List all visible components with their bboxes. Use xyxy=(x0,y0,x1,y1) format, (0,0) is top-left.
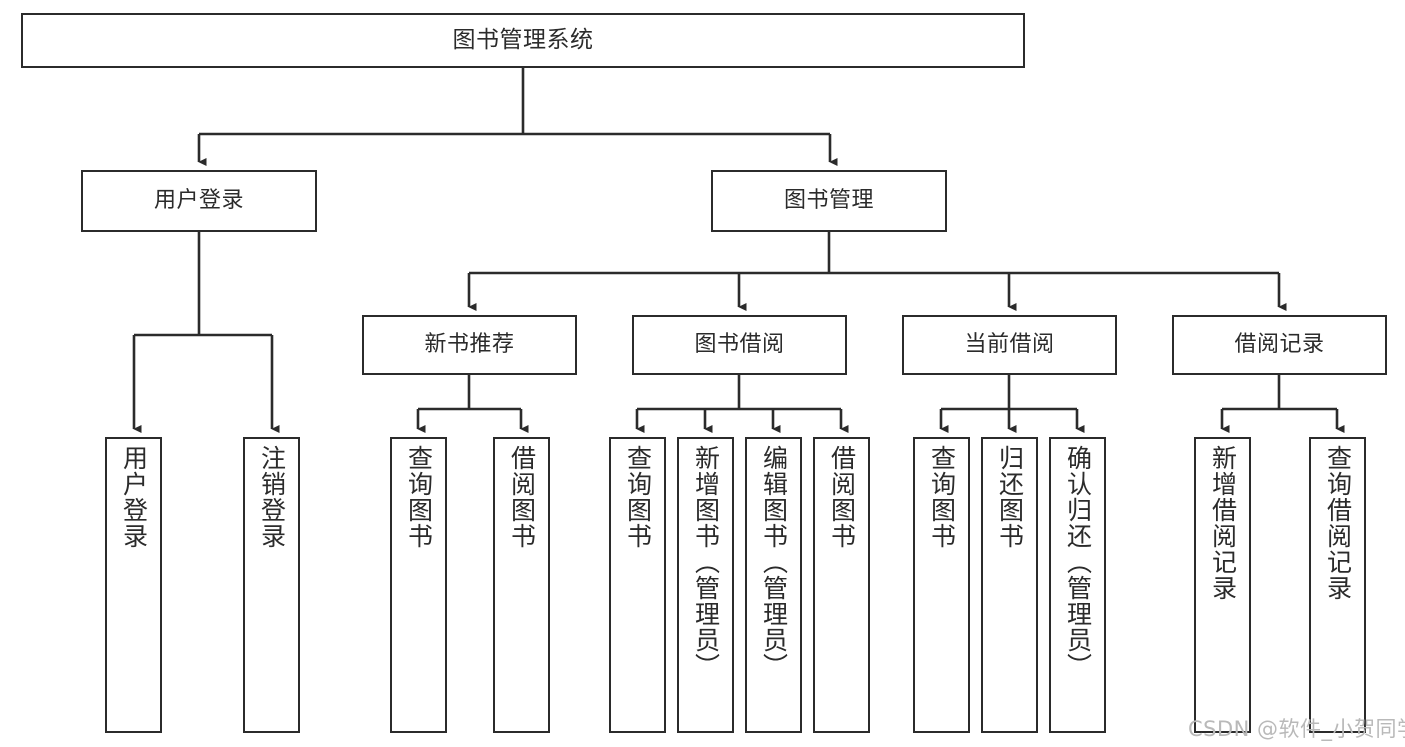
leaf-query-books-recommendation[interactable]: 查询图书 xyxy=(390,437,447,733)
node-label: 借阅记录 xyxy=(1234,331,1325,357)
node-label: 用户登录 xyxy=(119,445,149,549)
node-label: 用户登录 xyxy=(153,187,244,213)
node-label: 查询图书 xyxy=(927,445,957,549)
leaf-confirm-return-admin[interactable]: 确认归还（管理员） xyxy=(1049,437,1106,733)
node-label: 查询图书 xyxy=(623,445,653,549)
node-new-book-recommendation[interactable]: 新书推荐 xyxy=(362,315,577,375)
node-book-borrowing[interactable]: 图书借阅 xyxy=(632,315,847,375)
node-borrowing-records[interactable]: 借阅记录 xyxy=(1172,315,1387,375)
node-label: 新增图书（管理员） xyxy=(691,445,721,679)
node-label: 查询借阅记录 xyxy=(1323,445,1353,601)
leaf-add-borrow-record[interactable]: 新增借阅记录 xyxy=(1194,437,1251,733)
csdn-watermark: CSDN @软件_小贺同学 xyxy=(1188,717,1405,741)
node-label: 当前借阅 xyxy=(964,331,1055,357)
node-user-login[interactable]: 用户登录 xyxy=(81,170,317,232)
leaf-query-books-current[interactable]: 查询图书 xyxy=(913,437,970,733)
node-book-management-system[interactable]: 图书管理系统 xyxy=(21,13,1025,68)
leaf-add-book-admin[interactable]: 新增图书（管理员） xyxy=(677,437,734,733)
leaf-logout[interactable]: 注销登录 xyxy=(243,437,300,733)
node-label: 新书推荐 xyxy=(424,331,515,357)
node-label: 注销登录 xyxy=(257,445,287,549)
node-label: 编辑图书（管理员） xyxy=(759,445,789,679)
leaf-query-books-borrowing[interactable]: 查询图书 xyxy=(609,437,666,733)
node-label: 借阅图书 xyxy=(507,445,537,549)
node-label: 确认归还（管理员） xyxy=(1063,445,1093,679)
leaf-return-books[interactable]: 归还图书 xyxy=(981,437,1038,733)
node-label: 归还图书 xyxy=(995,445,1025,549)
leaf-borrow-books[interactable]: 借阅图书 xyxy=(813,437,870,733)
node-label: 新增借阅记录 xyxy=(1208,445,1238,601)
node-label: 图书管理 xyxy=(783,187,874,213)
leaf-query-borrow-record[interactable]: 查询借阅记录 xyxy=(1309,437,1366,733)
node-label: 查询图书 xyxy=(404,445,434,549)
node-book-management[interactable]: 图书管理 xyxy=(711,170,947,232)
node-label: 图书借阅 xyxy=(694,331,785,357)
node-current-borrowing[interactable]: 当前借阅 xyxy=(902,315,1117,375)
node-label: 图书管理系统 xyxy=(452,26,594,53)
leaf-edit-book-admin[interactable]: 编辑图书（管理员） xyxy=(745,437,802,733)
node-label: 借阅图书 xyxy=(827,445,857,549)
leaf-borrow-books-recommendation[interactable]: 借阅图书 xyxy=(493,437,550,733)
leaf-user-login[interactable]: 用户登录 xyxy=(105,437,162,733)
